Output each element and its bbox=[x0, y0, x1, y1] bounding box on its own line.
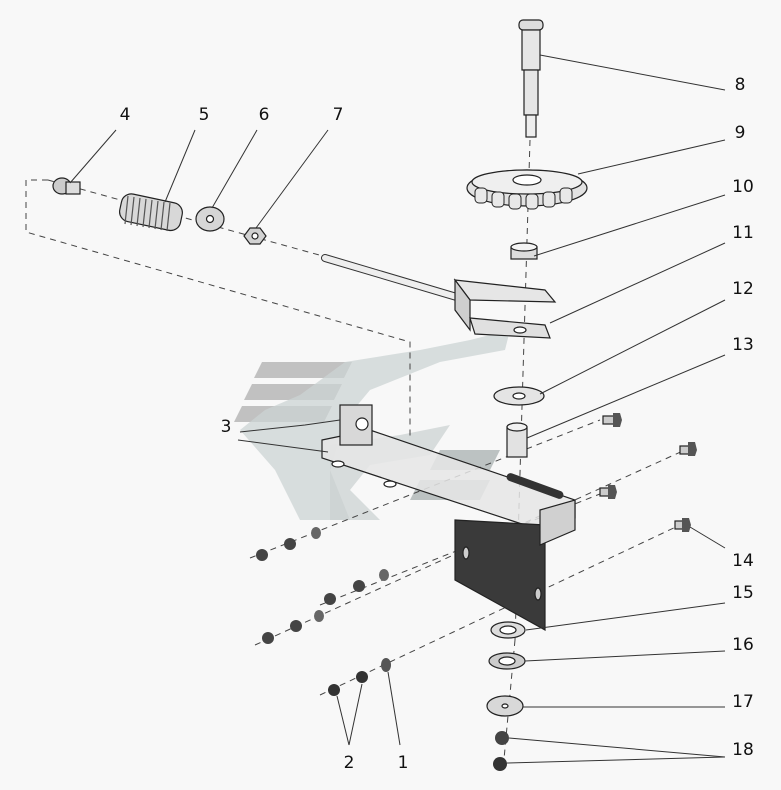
nut bbox=[284, 538, 296, 550]
nut bbox=[256, 549, 268, 561]
callout-18: 18 bbox=[732, 740, 754, 760]
callout-1: 1 bbox=[398, 753, 409, 773]
callout-7: 7 bbox=[333, 105, 344, 125]
washer bbox=[311, 527, 321, 539]
callout-5: 5 bbox=[199, 105, 210, 125]
nut bbox=[262, 632, 274, 644]
leader-14 bbox=[689, 526, 726, 549]
leader-5 bbox=[164, 129, 196, 203]
callout-3: 3 bbox=[221, 417, 232, 437]
callout-13: 13 bbox=[732, 335, 754, 355]
part-axle-pin-8 bbox=[518, 19, 544, 138]
nuts-left bbox=[256, 527, 391, 696]
part-sprocket-9 bbox=[466, 169, 588, 210]
assembly-line bbox=[25, 179, 411, 440]
part-fork-lever-11 bbox=[321, 254, 557, 339]
leader-7 bbox=[255, 129, 329, 229]
callout-10: 10 bbox=[732, 177, 754, 197]
bolts-right bbox=[599, 413, 697, 532]
leader-6 bbox=[211, 129, 258, 209]
leader-18b bbox=[506, 756, 726, 764]
leader-3 bbox=[239, 419, 341, 433]
part-washer-16 bbox=[488, 652, 526, 670]
leader-13 bbox=[526, 354, 726, 439]
bolt bbox=[599, 485, 617, 499]
callout-15: 15 bbox=[732, 583, 754, 603]
callout-14: 14 bbox=[732, 551, 754, 571]
callout-9: 9 bbox=[735, 123, 746, 143]
watermark-chevron bbox=[240, 330, 510, 520]
bolt bbox=[679, 442, 697, 456]
callout-17: 17 bbox=[732, 692, 754, 712]
nut-2b bbox=[356, 671, 368, 683]
leader-18a bbox=[508, 737, 726, 758]
part-washer-15 bbox=[490, 621, 526, 639]
leader-1 bbox=[387, 671, 401, 746]
part-spring-5 bbox=[119, 193, 183, 232]
leader-lines bbox=[69, 54, 726, 764]
part-nut-18a bbox=[495, 731, 509, 745]
callout-2: 2 bbox=[344, 753, 355, 773]
bolt bbox=[674, 518, 691, 532]
part-washer-17 bbox=[486, 695, 524, 717]
leader-11 bbox=[549, 242, 726, 324]
washer bbox=[379, 569, 389, 581]
nut-2a bbox=[328, 684, 340, 696]
nut bbox=[353, 580, 365, 592]
washer bbox=[314, 610, 324, 622]
part-washer-12 bbox=[493, 386, 545, 406]
leader-12 bbox=[539, 299, 726, 395]
washer-1 bbox=[381, 658, 391, 672]
part-nut-7 bbox=[243, 227, 267, 245]
leader-10 bbox=[533, 194, 726, 257]
assembly-line bbox=[319, 524, 681, 696]
leader-2a bbox=[336, 695, 350, 746]
callout-16: 16 bbox=[732, 635, 754, 655]
callout-4: 4 bbox=[120, 105, 131, 125]
nut bbox=[290, 620, 302, 632]
part-washer-6 bbox=[195, 206, 225, 232]
leader-16 bbox=[524, 650, 726, 662]
leader-8 bbox=[539, 54, 726, 91]
part-bushing-10 bbox=[510, 242, 538, 260]
bolt bbox=[602, 413, 622, 427]
watermark-stripe bbox=[254, 362, 352, 378]
leader-3b bbox=[237, 439, 329, 453]
callout-8: 8 bbox=[735, 75, 746, 95]
part-bracket-3 bbox=[321, 404, 576, 632]
assembly-line bbox=[47, 179, 331, 259]
part-nut-18b bbox=[493, 757, 507, 771]
callout-11: 11 bbox=[732, 223, 754, 243]
part-bolt-4 bbox=[52, 177, 81, 195]
leader-4 bbox=[69, 129, 117, 184]
nut bbox=[324, 593, 336, 605]
callout-labels: 4 5 6 7 8 9 10 11 12 13 3 14 15 16 17 18… bbox=[120, 75, 754, 773]
part-sleeve-13 bbox=[506, 422, 528, 458]
callout-12: 12 bbox=[732, 279, 754, 299]
callout-6: 6 bbox=[259, 105, 270, 125]
leader-2b bbox=[348, 683, 363, 746]
leader-15 bbox=[525, 602, 726, 631]
leader-9 bbox=[577, 139, 726, 175]
